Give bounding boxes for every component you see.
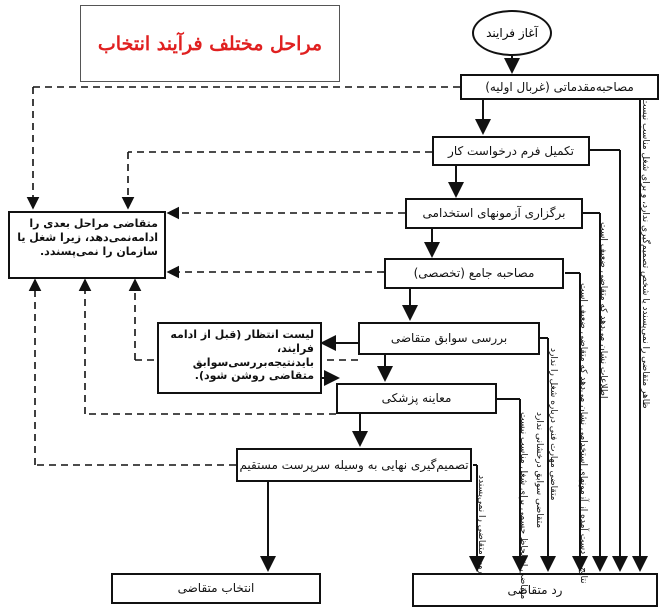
diagram-title: مراحل مختلف فرآیند انتخاب (97, 32, 323, 55)
step-employment-tests: برگزاری آزمونهای استخدامی (405, 198, 583, 229)
withdrawal-note: متقاضی مراحل بعدی را ادامه‌نمی‌دهد، زیرا… (8, 211, 166, 279)
reject-applicant-box: رد متقاضی (412, 573, 658, 607)
reject-reason-7: ظاهر متقاضی را نمی‌پسندد یا شخص تصمیم‌گی… (640, 98, 650, 409)
reject-reason-6: اطلاعات نشان می‌دهد که متقاضی ضعیف است (598, 222, 608, 399)
title-box: مراحل مختلف فرآیند انتخاب (80, 5, 340, 82)
step-background-check: بررسی سوابق متقاضی (358, 322, 540, 355)
step-medical-exam: معاینه پزشکی (336, 383, 497, 414)
step-comprehensive-interview: مصاحبه جامع (تخصصی) (384, 258, 564, 289)
reject-reason-4: متقاضی مهارت فنی درباره شغل را ندارد (548, 348, 558, 501)
step-final-decision: تصمیم‌گیری نهایی به وسیله سرپرست مستقیم (236, 448, 472, 482)
reject-reason-2: متقاضی از لحاظ جسمی برای شغل مناسب نیست (518, 412, 528, 600)
start-node: آغاز فرایند (472, 10, 552, 56)
step-application-form: تکمیل فرم درخواست کار (432, 136, 590, 166)
step-initial-interview: مصاحبه‌مقدماتی (غربال اولیه) (460, 74, 659, 100)
reject-reason-1: روبر متقاضی را نمی‌پسندد (476, 475, 486, 574)
select-applicant-box: انتخاب متقاضی (111, 573, 321, 604)
reject-reason-5: نتایج به دست آمده از آزمونهای استخدامی ن… (578, 283, 588, 584)
waitlist-note: لیست انتظار (قبل از ادامه فرایند، بایدنت… (157, 322, 322, 394)
reject-reason-3: متقاضی سوابق درخشانی ندارد (534, 412, 544, 529)
